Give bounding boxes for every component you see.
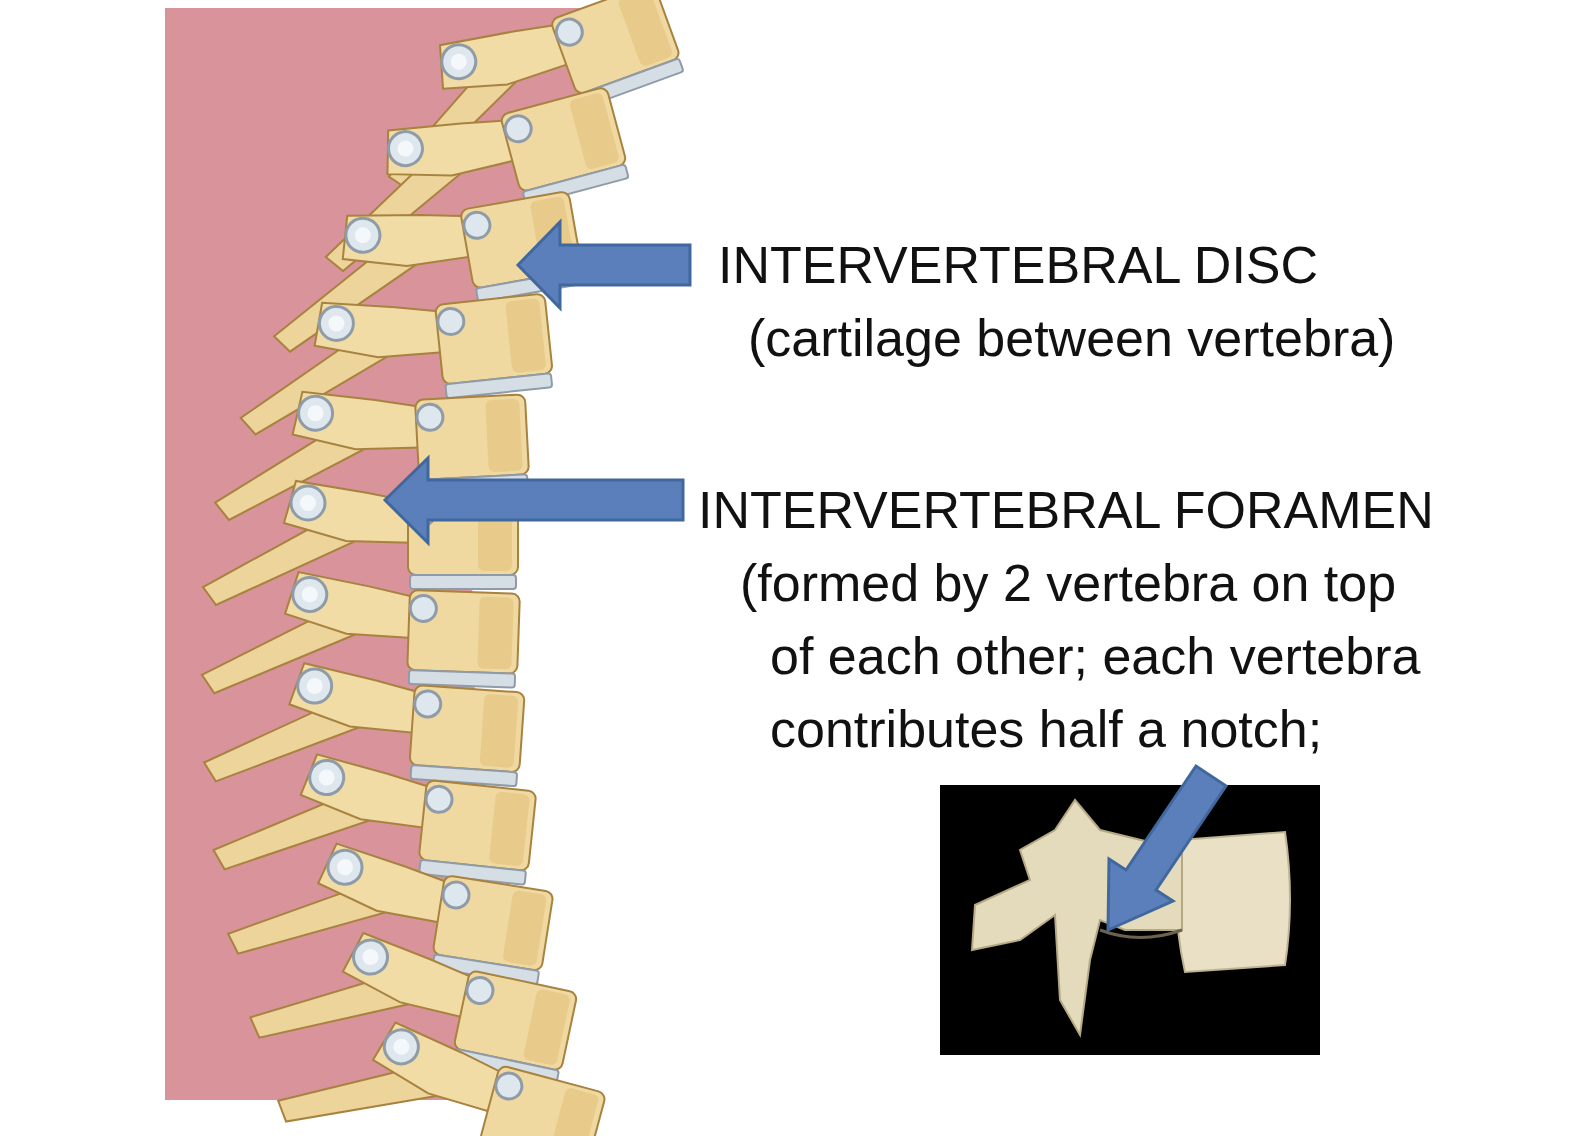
label-text: INTERVERTEBRAL DISC [718, 229, 1318, 302]
label-text: INTERVERTEBRAL FORAMEN [698, 474, 1434, 547]
pointer-arrow [518, 222, 690, 308]
pointer-arrow [385, 458, 683, 543]
label-text: (cartilage between vertebra) [748, 302, 1395, 375]
pointer-arrow [1108, 766, 1226, 930]
label-text: (formed by 2 vertebra on top of each oth… [740, 547, 1440, 766]
